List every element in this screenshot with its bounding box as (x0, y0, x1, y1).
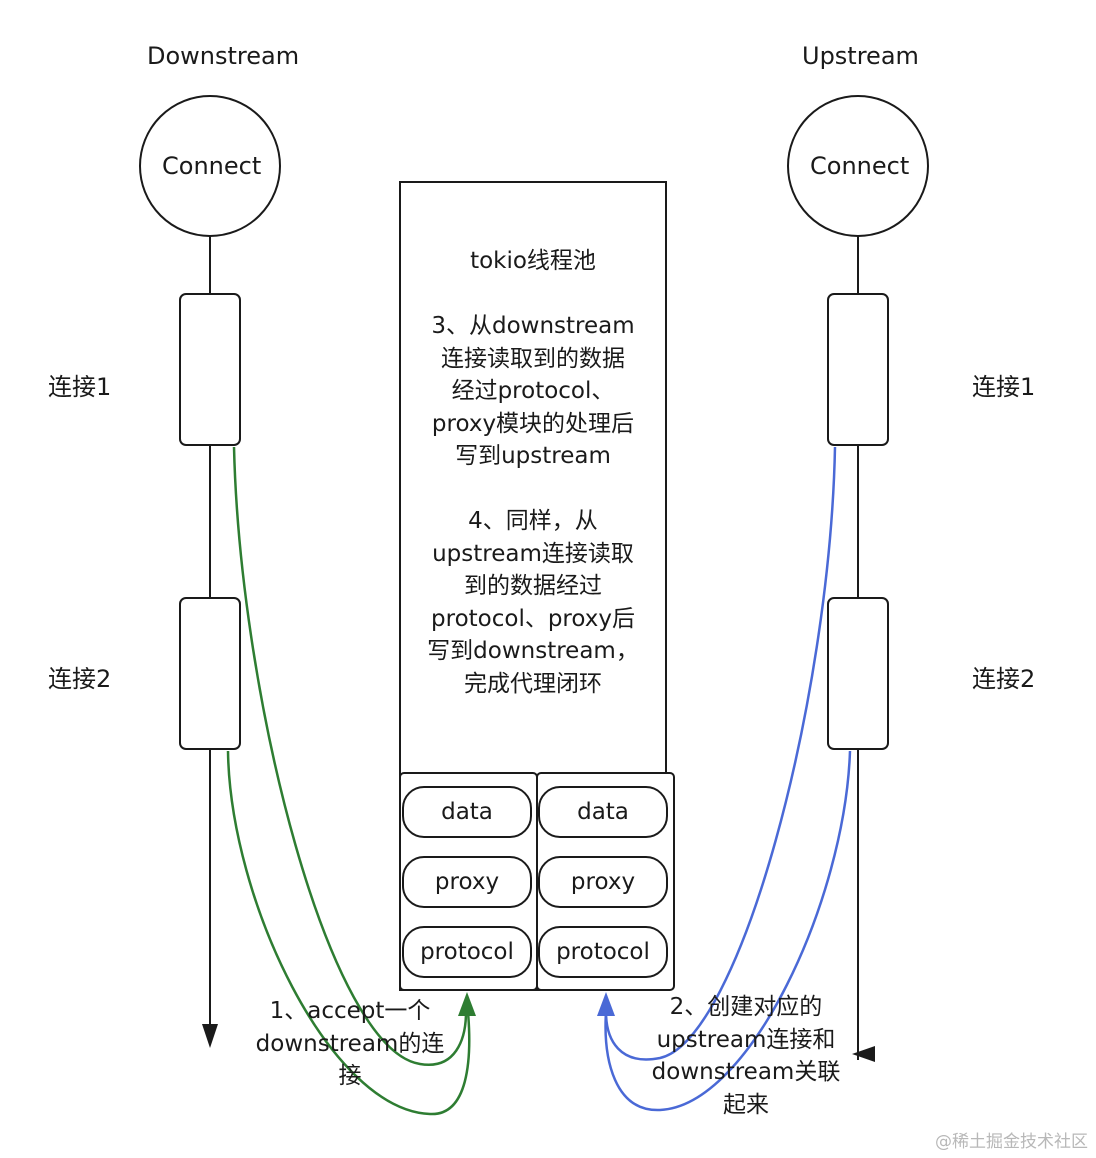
upstream-connect-label: Connect (810, 152, 910, 180)
left-stack-proxy[interactable]: proxy (402, 856, 532, 908)
downstream-lifeline-arrowhead (202, 1024, 218, 1048)
pool-step3-text: 3、从downstream 连接读取到的数据 经过protocol、 proxy… (431, 313, 635, 469)
downstream-connect-node[interactable] (139, 95, 281, 237)
downstream-conn2-label: 连接2 (48, 665, 112, 693)
upstream-flow-curve-2 (604, 750, 852, 1112)
step2-annotation: 2、创建对应的 upstream连接和 downstream关联 起来 (651, 994, 841, 1118)
upstream-title: Upstream (802, 42, 919, 70)
downstream-connection-1-box[interactable] (179, 293, 241, 446)
downstream-flow-curve-2 (226, 750, 471, 1116)
upstream-flow-curve-1 (604, 446, 837, 1061)
left-stack-protocol[interactable]: protocol (402, 926, 532, 978)
pool-step4-text: 4、同样，从 upstream连接读取 到的数据经过 protocol、prox… (427, 508, 639, 697)
step1-annotation: 1、accept一个 downstream的连 接 (255, 998, 445, 1089)
left-stack-data[interactable]: data (402, 786, 532, 838)
downstream-connect-label: Connect (162, 152, 262, 180)
upstream-connection-1-box[interactable] (827, 293, 889, 446)
upstream-flow-arrowhead (597, 992, 615, 1016)
upstream-connect-node[interactable] (787, 95, 929, 237)
upstream-conn1-label: 连接1 (972, 373, 1036, 401)
downstream-flow-arrowhead (458, 992, 476, 1016)
right-stack-proxy[interactable]: proxy (538, 856, 668, 908)
downstream-flow-curve-1 (232, 446, 468, 1067)
upstream-lifeline-arrowhead (852, 1046, 875, 1062)
right-stack-protocol[interactable]: protocol (538, 926, 668, 978)
downstream-connection-2-box[interactable] (179, 597, 241, 750)
pool-title: tokio线程池 (470, 248, 596, 274)
upstream-conn2-label: 连接2 (972, 665, 1036, 693)
upstream-connection-2-box[interactable] (827, 597, 889, 750)
downstream-title: Downstream (147, 42, 300, 70)
downstream-conn1-label: 连接1 (48, 373, 112, 401)
watermark: @稀土掘金技术社区 (935, 1132, 1088, 1152)
right-stack-data[interactable]: data (538, 786, 668, 838)
